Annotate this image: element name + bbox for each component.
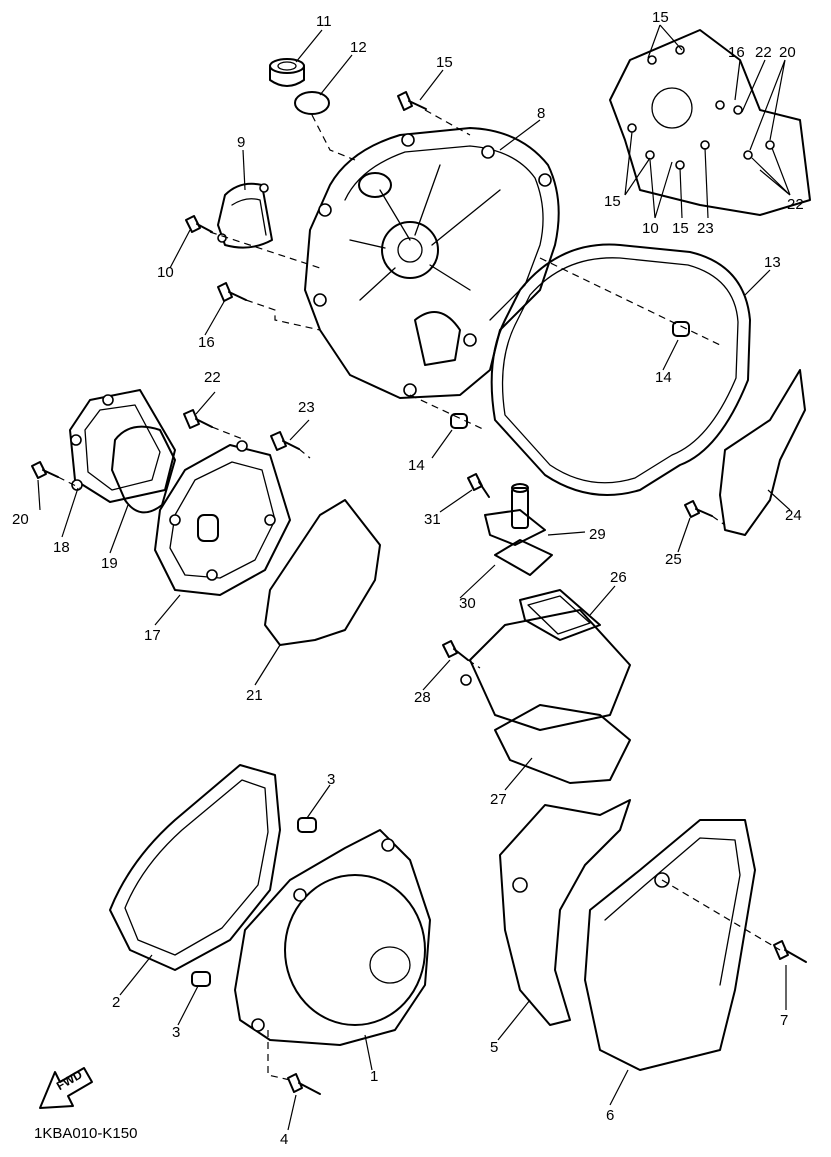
callout-29: 29	[589, 526, 606, 543]
part-17-cover	[154, 440, 291, 596]
fwd-arrow-icon	[39, 1067, 93, 1109]
callout-18: 18	[53, 539, 70, 556]
callout-3: 3	[327, 771, 336, 788]
callout-10: 10	[157, 264, 174, 281]
part-13-gasket	[490, 243, 751, 496]
callout-15: 15	[604, 193, 621, 210]
part-2-gasket	[109, 764, 281, 971]
part-11-cap	[269, 58, 305, 87]
part-18-cover	[69, 389, 176, 503]
callout-20: 20	[12, 511, 29, 528]
part-3-dowel-pins	[191, 817, 317, 987]
bolt-7	[773, 940, 807, 963]
callout-2: 2	[112, 994, 121, 1011]
callout-30: 30	[459, 595, 476, 612]
callout-11: 11	[316, 13, 332, 30]
callout-16: 16	[198, 334, 215, 351]
part-21-gasket	[264, 499, 381, 646]
callout-23: 23	[298, 399, 315, 416]
callout-19: 19	[101, 555, 118, 572]
callout-25: 25	[665, 551, 682, 568]
callout-21: 21	[246, 687, 263, 704]
callout-12: 12	[350, 39, 367, 56]
bolt-15	[397, 91, 427, 111]
bolt-31	[467, 473, 490, 498]
bolt-28	[442, 640, 469, 661]
callout-20: 20	[779, 44, 796, 61]
callout-22: 22	[204, 369, 221, 386]
callout-31: 31	[424, 511, 441, 528]
callout-14: 14	[408, 457, 425, 474]
part-2-gasket-inner	[124, 779, 269, 956]
callout-9: 9	[237, 134, 246, 151]
callout-7: 7	[780, 1012, 789, 1029]
part-1-generator-cover	[234, 829, 431, 1046]
callout-14: 14	[655, 369, 672, 386]
part-12-o-ring	[294, 91, 330, 115]
bolt-22	[183, 409, 213, 429]
callout-27: 27	[490, 791, 507, 808]
callout-16: 16	[728, 44, 745, 61]
callout-15: 15	[436, 54, 453, 71]
part-26-cover	[460, 589, 631, 731]
callout-10: 10	[642, 220, 659, 237]
callout-6: 6	[606, 1107, 615, 1124]
part-5-hole	[512, 877, 528, 893]
callout-3: 3	[172, 1024, 181, 1041]
callout-28: 28	[414, 689, 431, 706]
callout-4: 4	[280, 1131, 289, 1148]
part-6-sprocket-cover	[584, 819, 756, 1071]
callout-15: 15	[652, 9, 669, 26]
callout-22: 22	[787, 196, 804, 213]
callout-15: 15	[672, 220, 689, 237]
part-9-small-cover	[217, 182, 273, 249]
alignment-lines	[57, 109, 781, 1081]
callout-24: 24	[785, 507, 802, 524]
callout-17: 17	[144, 627, 161, 644]
callout-5: 5	[490, 1039, 499, 1056]
bolt-23	[270, 431, 300, 451]
part-5-gasket	[499, 799, 631, 1026]
inset-engine-view	[609, 29, 811, 216]
part-29-pipe	[484, 483, 546, 546]
part-14-dowel-pins	[450, 321, 690, 429]
bolt-10	[185, 215, 213, 233]
callout-22: 22	[755, 44, 772, 61]
part-30-seal	[494, 539, 553, 576]
bolt-16	[217, 282, 247, 302]
bolt-20	[31, 461, 59, 479]
callout-8: 8	[537, 105, 546, 122]
drawing-code: 1KBA010-K150	[34, 1125, 138, 1142]
callout-1: 1	[370, 1068, 379, 1085]
bolts	[31, 91, 807, 1095]
bolt-25	[684, 500, 713, 518]
callout-13: 13	[764, 254, 781, 271]
part-24-plate	[719, 369, 806, 536]
part-27-gasket	[494, 704, 631, 784]
callout-26: 26	[610, 569, 627, 586]
part-8-crankcase-cover	[304, 127, 560, 399]
bolt-4	[287, 1073, 321, 1095]
leader-lines	[37, 24, 791, 1131]
part-13-gasket-inner	[501, 257, 739, 484]
callout-23: 23	[697, 220, 714, 237]
